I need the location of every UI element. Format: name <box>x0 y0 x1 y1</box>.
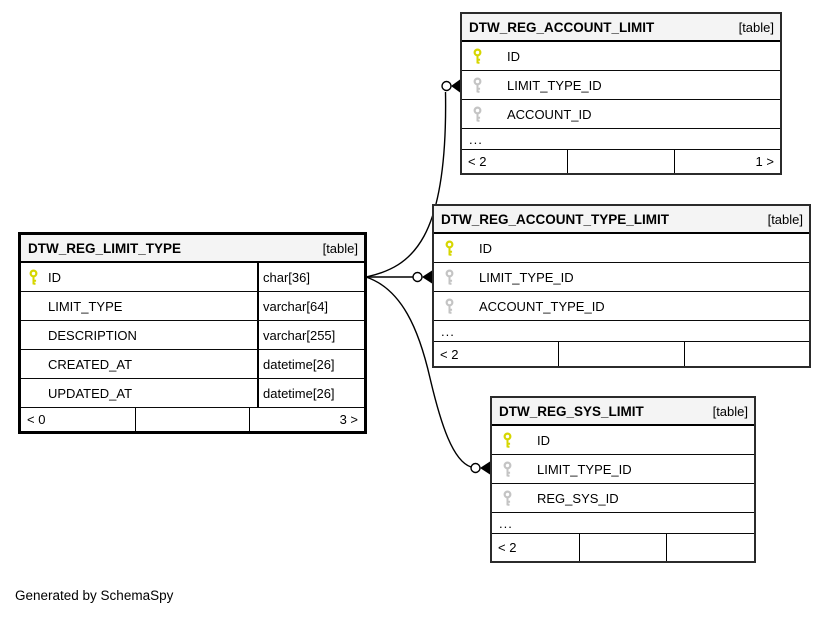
footer-children-count: < 0 <box>27 412 46 427</box>
column-name: LIMIT_TYPE_ID <box>507 77 602 93</box>
footer-parents-count <box>683 342 809 366</box>
column-name: ACCOUNT_ID <box>507 106 592 122</box>
table-tag: [table] <box>322 240 358 256</box>
table-header: DTW_REG_LIMIT_TYPE [table] <box>21 235 364 263</box>
zero-many-circle-account-type-limit <box>412 271 423 283</box>
table-dtw-reg-account-limit[interactable]: DTW_REG_ACCOUNT_LIMIT [table] ID LIMIT_T… <box>460 12 782 175</box>
primary-key-icon <box>472 48 496 65</box>
table-tag: [table] <box>738 19 774 35</box>
foreign-key-icon <box>444 269 468 286</box>
table-name: DTW_REG_ACCOUNT_TYPE_LIMIT <box>441 211 670 227</box>
footer-middle-cell <box>134 408 250 431</box>
column-row: ACCOUNT_TYPE_ID <box>434 292 809 321</box>
column-name: CREATED_AT <box>48 356 133 372</box>
table-dtw-reg-account-type-limit[interactable]: DTW_REG_ACCOUNT_TYPE_LIMIT [table] ID LI… <box>432 204 811 368</box>
table-name: DTW_REG_ACCOUNT_LIMIT <box>469 19 655 35</box>
column-row: LIMIT_TYPE_ID <box>492 455 754 484</box>
footer-middle-cell <box>558 342 683 366</box>
column-row: LIMIT_TYPE_ID <box>462 71 780 100</box>
column-type: varchar[64] <box>257 292 364 320</box>
column-row: ID <box>434 234 809 263</box>
foreign-key-icon <box>472 106 496 123</box>
column-name: ID <box>507 48 520 64</box>
column-name: ACCOUNT_TYPE_ID <box>479 298 605 314</box>
more-columns-indicator: ... <box>462 129 780 150</box>
column-row: DESCRIPTION varchar[255] <box>21 321 364 350</box>
column-name: ID <box>537 432 550 448</box>
relationship-curve-sys-limit <box>365 276 472 468</box>
primary-key-icon <box>502 432 526 449</box>
table-name: DTW_REG_SYS_LIMIT <box>499 403 644 419</box>
column-type: datetime[26] <box>257 350 364 378</box>
table-footer: < 2 <box>492 534 754 561</box>
column-row: REG_SYS_ID <box>492 484 754 513</box>
column-row: ID char[36] <box>21 263 364 292</box>
column-row: LIMIT_TYPE_ID <box>434 263 809 292</box>
column-row: ID <box>462 42 780 71</box>
crowfoot-arrow-account-limit <box>451 79 460 93</box>
column-name: LIMIT_TYPE_ID <box>537 461 632 477</box>
footer-parents-count: 3 > <box>249 408 364 431</box>
crowfoot-arrow-account-type-limit <box>422 270 432 284</box>
table-name: DTW_REG_LIMIT_TYPE <box>28 240 182 256</box>
table-header: DTW_REG_ACCOUNT_TYPE_LIMIT [table] <box>434 206 809 234</box>
footer-children-count: < 2 <box>440 346 459 362</box>
column-row: LIMIT_TYPE varchar[64] <box>21 292 364 321</box>
footer-children-count: < 2 <box>468 154 487 169</box>
table-footer: < 2 1 > <box>462 150 780 173</box>
column-row: ID <box>492 426 754 455</box>
footer-middle-cell <box>567 150 673 173</box>
primary-key-icon <box>28 269 45 286</box>
footer-parents-count <box>666 534 754 561</box>
column-row: UPDATED_AT datetime[26] <box>21 379 364 408</box>
table-footer: < 0 3 > <box>21 408 364 431</box>
table-tag: [table] <box>712 403 748 419</box>
column-row: CREATED_AT datetime[26] <box>21 350 364 379</box>
column-name: UPDATED_AT <box>48 385 133 401</box>
column-name: ID <box>479 240 492 256</box>
primary-key-icon <box>444 240 468 257</box>
table-header: DTW_REG_ACCOUNT_LIMIT [table] <box>462 14 780 42</box>
more-columns-indicator: ... <box>434 321 809 342</box>
more-columns-indicator: ... <box>492 513 754 534</box>
foreign-key-icon <box>444 298 468 315</box>
table-dtw-reg-limit-type[interactable]: DTW_REG_LIMIT_TYPE [table] ID char[36] L… <box>18 232 367 434</box>
column-name: LIMIT_TYPE_ID <box>479 269 574 285</box>
foreign-key-icon <box>472 77 496 94</box>
footer-parents-count: 1 > <box>673 150 780 173</box>
table-dtw-reg-sys-limit[interactable]: DTW_REG_SYS_LIMIT [table] ID LIMIT_TYPE_… <box>490 396 756 563</box>
column-type: char[36] <box>257 263 364 291</box>
foreign-key-icon <box>502 490 526 507</box>
column-type: varchar[255] <box>257 321 364 349</box>
zero-many-circle-sys-limit <box>470 462 481 474</box>
column-name: LIMIT_TYPE <box>48 298 123 314</box>
crowfoot-arrow-sys-limit <box>480 461 490 475</box>
footer-children-count: < 2 <box>498 540 517 555</box>
column-row: ACCOUNT_ID <box>462 100 780 129</box>
generated-by-note: Generated by SchemaSpy <box>15 588 174 603</box>
table-header: DTW_REG_SYS_LIMIT [table] <box>492 398 754 426</box>
column-name: DESCRIPTION <box>48 327 137 343</box>
column-type: datetime[26] <box>257 379 364 407</box>
table-footer: < 2 <box>434 342 809 366</box>
foreign-key-icon <box>502 461 526 478</box>
table-tag: [table] <box>767 211 803 227</box>
column-name: REG_SYS_ID <box>537 490 619 506</box>
relationship-curve-account-limit <box>365 91 447 278</box>
column-name: ID <box>48 269 61 285</box>
footer-middle-cell <box>578 534 667 561</box>
zero-many-circle-account-limit <box>441 80 452 92</box>
